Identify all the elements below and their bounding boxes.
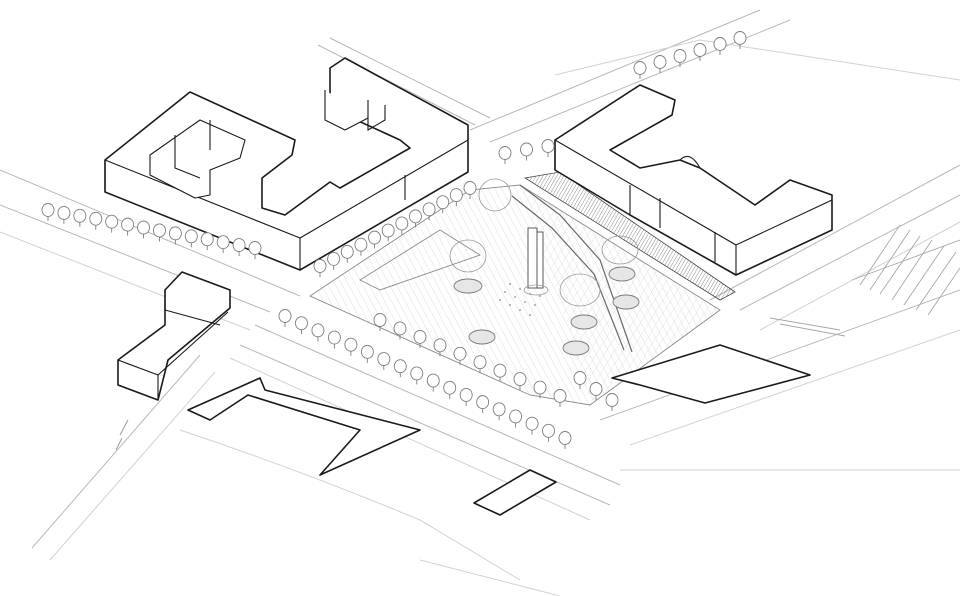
tree-icon xyxy=(589,382,603,400)
street-trees xyxy=(41,31,747,449)
tree-icon xyxy=(413,329,427,348)
tree-icon xyxy=(278,309,292,327)
tree-icon xyxy=(340,244,354,263)
tree-icon xyxy=(153,223,166,242)
tree-icon xyxy=(573,371,587,389)
tree-icon xyxy=(449,188,463,207)
light-ring-icon xyxy=(570,314,598,330)
tree-icon xyxy=(354,237,368,256)
tree-icon xyxy=(41,203,55,221)
building-upper-right-block xyxy=(554,84,833,276)
tree-icon xyxy=(313,259,327,277)
light-ring-icon xyxy=(608,266,636,282)
tree-icon xyxy=(409,209,422,228)
tree-icon xyxy=(463,181,477,199)
tree-icon xyxy=(121,217,135,236)
tree-icon xyxy=(542,423,555,442)
tree-icon xyxy=(311,323,325,342)
tree-icon xyxy=(558,431,572,449)
tree-icon xyxy=(168,226,182,245)
tree-icon xyxy=(381,223,395,242)
tree-icon xyxy=(520,142,533,161)
tree-icon xyxy=(436,195,450,214)
tree-icon xyxy=(498,146,512,164)
street-network xyxy=(0,9,960,596)
tree-icon xyxy=(525,416,539,435)
tree-icon xyxy=(422,202,436,221)
tree-icon xyxy=(410,366,424,385)
tree-icon xyxy=(713,37,727,55)
light-ring-icon xyxy=(468,329,496,345)
tree-icon xyxy=(433,338,447,357)
tree-icon xyxy=(492,402,506,421)
tree-icon xyxy=(673,49,687,67)
tree-icon xyxy=(368,230,381,249)
tree-icon xyxy=(344,337,358,356)
parking-stalls xyxy=(769,224,960,337)
plaza-light-rings xyxy=(449,178,640,356)
tree-icon xyxy=(459,387,473,406)
tree-icon xyxy=(553,389,567,407)
tree-icon xyxy=(443,380,457,399)
tree-icon xyxy=(605,393,619,411)
tree-icon xyxy=(373,313,387,331)
tree-icon xyxy=(216,235,230,254)
tree-icon xyxy=(105,214,119,233)
tree-icon xyxy=(360,344,374,363)
tree-icon xyxy=(476,395,490,414)
tree-icon xyxy=(295,316,308,335)
tree-icon xyxy=(377,352,391,371)
tree-icon xyxy=(327,251,341,270)
building-left-slab xyxy=(117,271,231,401)
tree-icon xyxy=(513,372,527,391)
building-plots xyxy=(187,344,811,516)
light-ring-icon xyxy=(562,340,590,356)
tree-icon xyxy=(232,238,246,257)
tree-icon xyxy=(533,380,547,399)
tree-icon xyxy=(395,216,409,235)
tree-icon xyxy=(653,55,667,73)
monument-icon xyxy=(523,227,549,296)
tree-icon xyxy=(327,330,341,349)
tree-icon xyxy=(509,409,523,428)
tree-icon xyxy=(393,359,407,378)
central-plaza xyxy=(309,171,736,406)
tree-icon xyxy=(541,139,555,157)
tree-icon xyxy=(248,241,262,259)
tree-icon xyxy=(633,61,647,79)
light-ring-icon xyxy=(612,294,640,310)
tree-icon xyxy=(453,346,467,365)
tree-icon xyxy=(57,205,71,224)
tree-icon xyxy=(426,373,440,392)
tree-icon xyxy=(473,355,487,374)
tree-icon xyxy=(200,232,214,251)
tree-icon xyxy=(73,208,87,227)
tree-icon xyxy=(184,229,198,248)
building-upper-left-block xyxy=(104,57,469,271)
tree-icon xyxy=(493,363,507,382)
tree-icon xyxy=(693,43,707,61)
tree-icon xyxy=(137,220,150,239)
tree-icon xyxy=(393,321,407,340)
tree-icon xyxy=(89,211,103,230)
tree-icon xyxy=(733,31,747,49)
light-ring-icon xyxy=(453,278,483,294)
